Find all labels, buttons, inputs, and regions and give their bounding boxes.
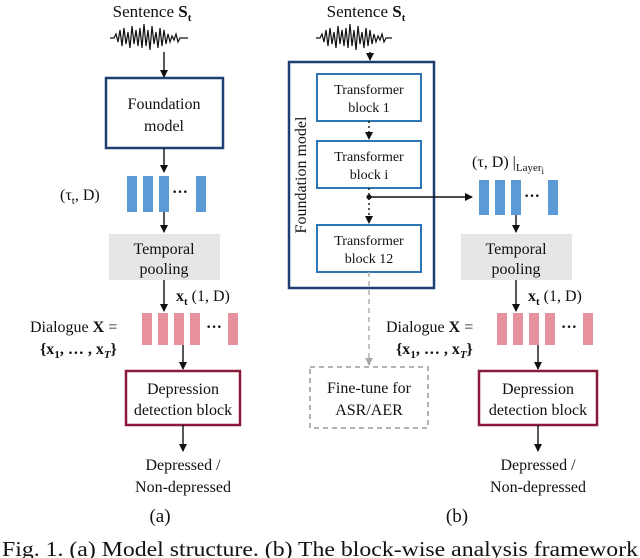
feature-bars-a: ··· (127, 176, 206, 212)
dialogue-set-b: {x1, … , xT} (396, 341, 473, 361)
transformer-block-12-label-2: block 12 (345, 252, 394, 267)
detection-label-2b: detection block (489, 402, 587, 419)
feature-bar (159, 176, 169, 212)
finetune-label-2: ASR/AER (335, 402, 403, 419)
sentence-label-a: Sentence St (113, 2, 192, 24)
foundation-model-vertical-label: Foundation model (293, 116, 310, 233)
panel-label-a: (a) (149, 506, 170, 527)
branch-dot (366, 194, 372, 200)
detection-label-1a: Depression (147, 381, 219, 398)
output-label-2a: Non-depressed (135, 479, 231, 496)
finetune-label-1: Fine-tune for (327, 380, 412, 397)
dialogue-bar (513, 313, 523, 345)
panel-label-b: (b) (446, 506, 468, 527)
temporal-pooling-label-1a: Temporal (133, 241, 195, 258)
feature-bar (196, 176, 206, 212)
finetune-box (309, 366, 429, 429)
dialogue-bar (583, 313, 593, 345)
sentence-label-b: Sentence St (327, 2, 406, 24)
feature-dims-label: (τt, D) (60, 187, 100, 207)
waveform-b (316, 23, 392, 51)
feature-bar (548, 180, 558, 215)
pooled-vector-label-a: xt (1, D) (176, 288, 230, 308)
feature-bars-b: ··· (479, 180, 558, 215)
dialogue-bar (228, 313, 238, 345)
panel-a: Sentence St Foundation model (τt, D) ···… (30, 2, 242, 527)
foundation-model-label-1: Foundation (128, 96, 201, 113)
feature-ellipsis-b: ··· (524, 188, 540, 205)
dialogue-bar (529, 313, 539, 345)
depression-detection-box-b (477, 369, 599, 427)
layer-dims-label: (τ, D) |Layeri (472, 154, 545, 176)
temporal-pooling-label-2b: pooling (492, 261, 541, 278)
feature-bar (495, 180, 505, 215)
temporal-pooling-box-b (461, 234, 572, 280)
feature-bar (479, 180, 489, 215)
dialogue-bar (174, 313, 184, 345)
detection-label-1b: Depression (502, 381, 574, 398)
output-label-1a: Depressed / (145, 457, 221, 474)
temporal-pooling-label-2a: pooling (140, 261, 189, 278)
panel-b: Sentence St Foundation model Transformer… (287, 2, 599, 527)
transformer-block-1-label-2: block 1 (348, 101, 390, 116)
dialogue-label-a: Dialogue X = (30, 319, 117, 336)
figure-caption: Fig. 1. (a) Model structure. (b) The blo… (2, 537, 639, 558)
transformer-block-12-label-1: Transformer (334, 234, 404, 249)
transformer-block-i-label-2: block i (350, 168, 389, 183)
temporal-pooling-label-1b: Temporal (485, 241, 547, 258)
dialogue-bars-a: ··· (142, 313, 238, 345)
pooled-vector-label-b: xt (1, D) (528, 288, 582, 308)
feature-ellipsis-a: ··· (172, 184, 188, 201)
depression-detection-box-a (124, 369, 242, 427)
dialogue-label-b: Dialogue X = (386, 319, 473, 336)
output-label-2b: Non-depressed (490, 479, 586, 496)
temporal-pooling-box-a (109, 234, 220, 280)
dialogue-bar (158, 313, 168, 345)
foundation-model-label-2: model (144, 118, 185, 135)
transformer-block-1-label-1: Transformer (334, 83, 404, 98)
transformer-block-12 (316, 224, 422, 273)
dialogue-bar (497, 313, 507, 345)
feature-bar (143, 176, 153, 212)
feature-bar (127, 176, 137, 212)
foundation-model-box (104, 76, 225, 150)
dialogue-bars-b: ··· (497, 313, 593, 345)
transformer-block-i-label-1: Transformer (334, 150, 404, 165)
dialogue-set-a: {x1, … , xT} (40, 341, 117, 361)
dialogue-bar (545, 313, 555, 345)
detection-label-2a: detection block (134, 402, 232, 419)
dialogue-ellipsis-b: ··· (561, 319, 577, 336)
dialogue-bar (142, 313, 152, 345)
dialogue-bar (190, 313, 200, 345)
dialogue-ellipsis-a: ··· (206, 319, 222, 336)
feature-bar (511, 180, 521, 215)
transformer-block-i (316, 140, 422, 189)
waveform-a (110, 23, 188, 51)
output-label-1b: Depressed / (500, 457, 576, 474)
